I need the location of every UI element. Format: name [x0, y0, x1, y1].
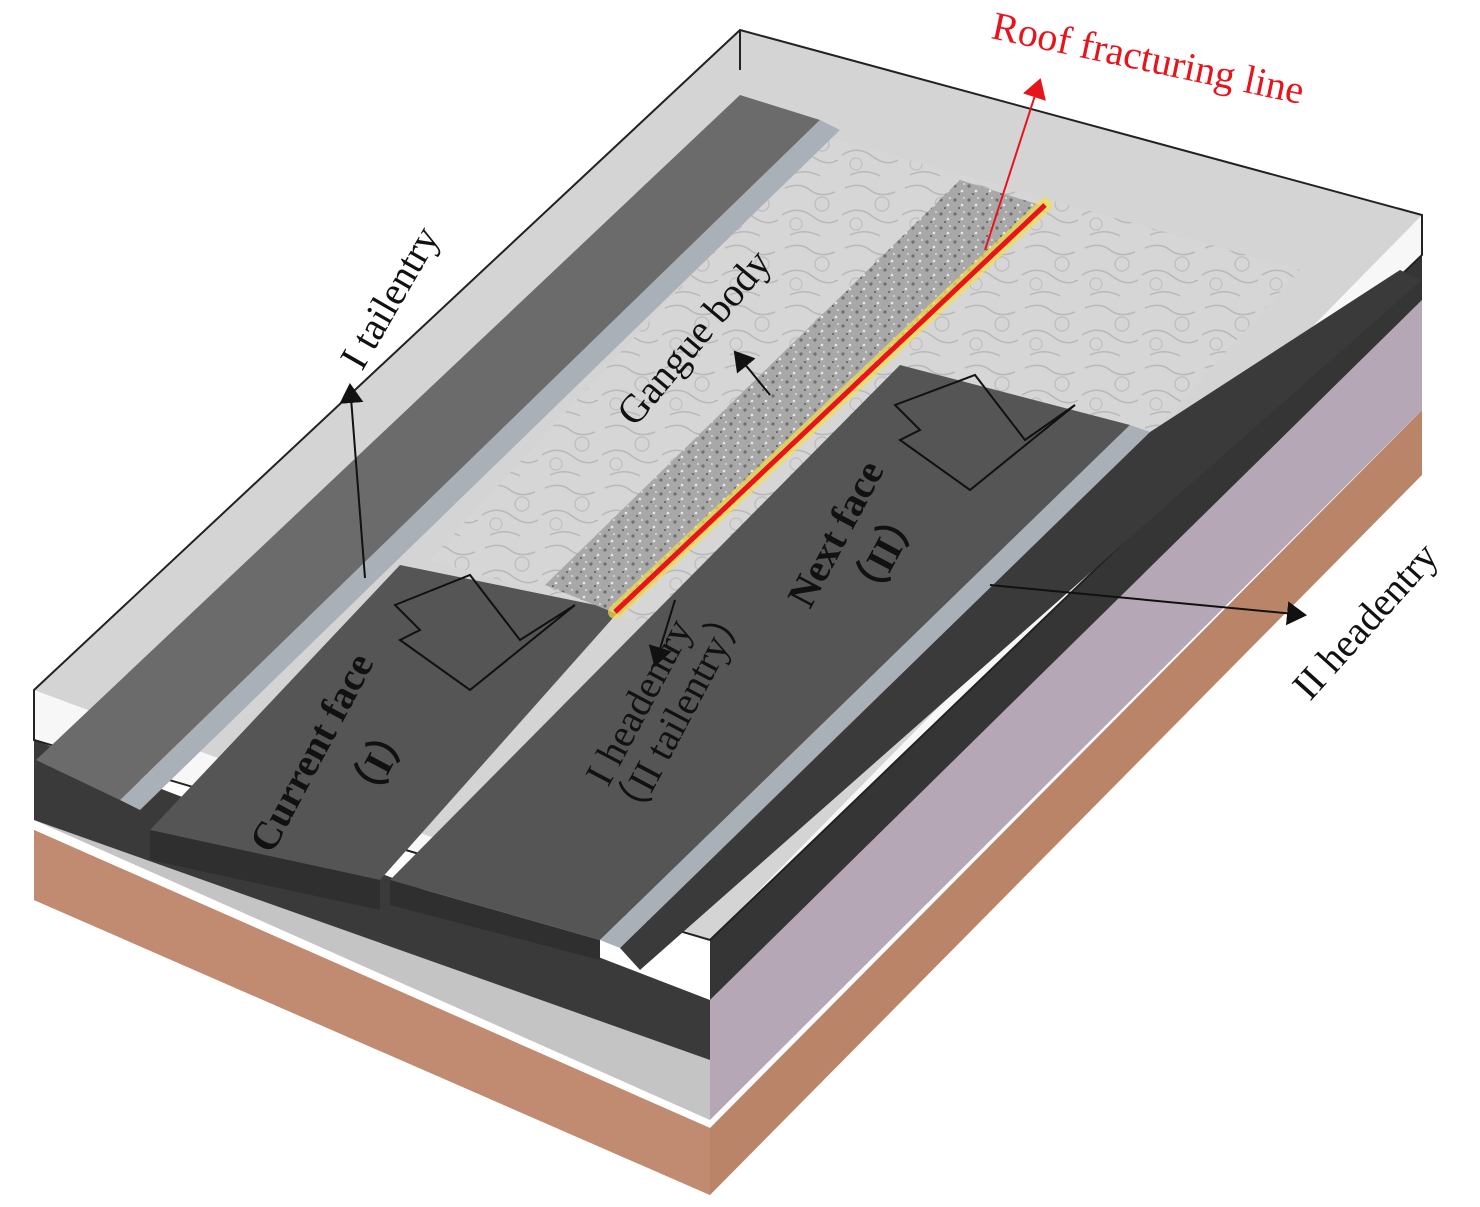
current-face-advance-arrow	[393, 573, 576, 692]
roof-fracturing-line-label: Roof fracturing line	[988, 3, 1308, 113]
i-tailentry-roadway	[36, 95, 840, 810]
gangue-body-strip	[545, 180, 1040, 615]
next-face-panel	[390, 365, 1130, 960]
next-face-advance-arrow	[893, 373, 1076, 492]
headentry-roadways	[600, 270, 1422, 970]
i-tailentry-leader	[339, 383, 366, 579]
gangue-body-leader	[733, 350, 771, 396]
roof-fracturing-leader	[984, 78, 1046, 251]
i-headentry-leader	[648, 599, 676, 667]
current-face-panel	[150, 565, 620, 910]
ii-headentry-leader	[989, 584, 1307, 626]
roof-fracturing-line	[608, 198, 1052, 619]
floor-stratum	[34, 410, 1422, 1195]
